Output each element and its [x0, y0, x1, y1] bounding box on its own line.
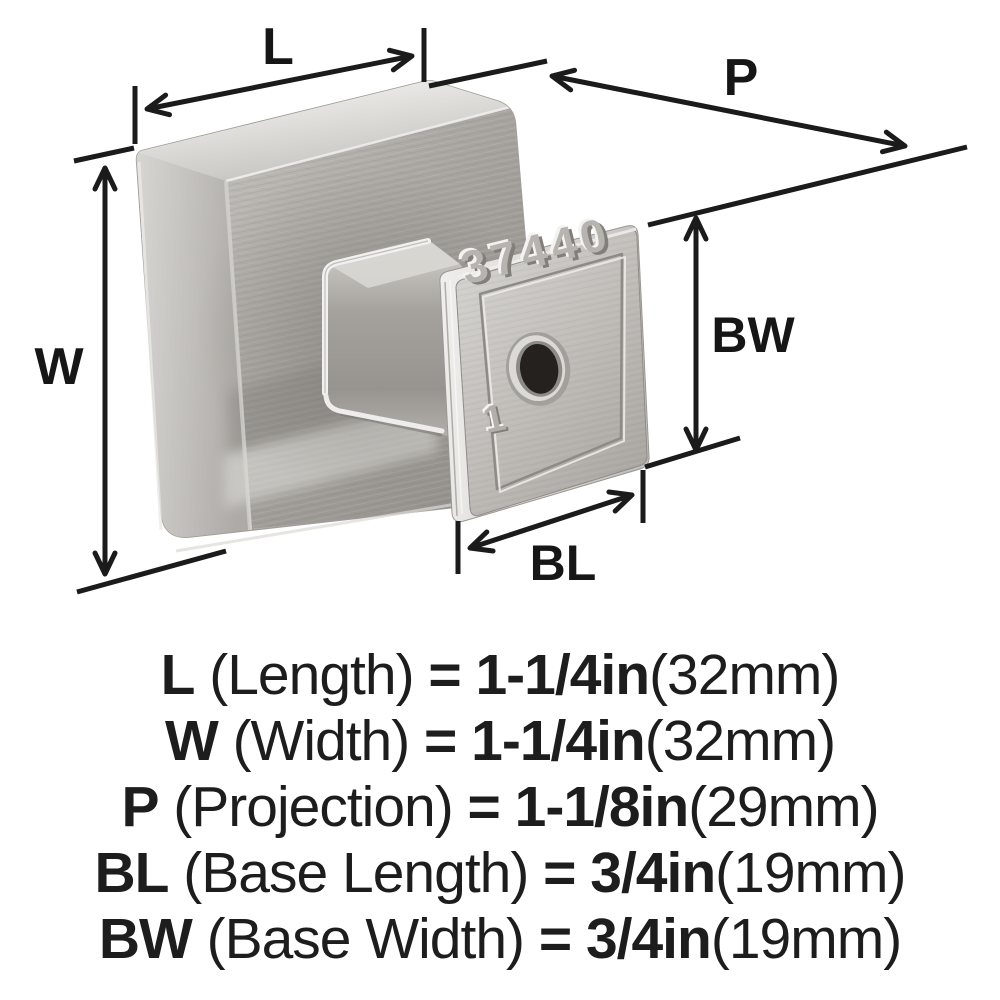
- spec-name: (Length): [209, 643, 414, 707]
- dim-projection-label: P: [724, 49, 759, 107]
- product-dimension-diagram: 37440 37440 37440 1 1 1: [34, 18, 968, 595]
- spec-metric: (32mm): [644, 709, 836, 773]
- spec-symbol: BW: [98, 907, 193, 971]
- spec-value: 1-1/8in: [514, 775, 690, 839]
- dim-width-tick-top: [73, 145, 135, 164]
- spec-metric: (29mm): [688, 775, 879, 839]
- dim-projection-extension: [647, 144, 968, 228]
- plate-side-laminate: [444, 281, 458, 517]
- dim-base-width-label: BW: [711, 307, 795, 363]
- stem-edge-highlight-outline: [324, 240, 429, 393]
- dim-width: [73, 145, 227, 595]
- spec-equals: =: [424, 709, 457, 773]
- spec-equals: =: [467, 775, 501, 839]
- dim-base-length-line: [467, 489, 635, 554]
- plate-top-edge-highlight: [457, 227, 637, 279]
- hole-bore: [519, 343, 559, 394]
- edge-highlight-top: [225, 104, 515, 183]
- dim-projection-tick: [428, 58, 548, 89]
- plate-groove-shadow: [478, 252, 624, 491]
- plate-groove-highlight: [482, 256, 626, 493]
- dim-base-length-label: BL: [530, 535, 597, 591]
- spec-line-base-length: BL(Base Length)=3/4in(19mm): [0, 840, 1000, 906]
- dim-length-line: [144, 47, 415, 118]
- spec-name: (Projection): [173, 775, 453, 839]
- knob-stem: [322, 238, 462, 438]
- spec-equals: =: [428, 643, 461, 707]
- screw-hole: [506, 332, 571, 406]
- spec-line-base-width: BW(Base Width)=3/4in(19mm): [0, 906, 1000, 972]
- dim-base-length: [455, 470, 646, 574]
- dim-base-width: [644, 215, 741, 470]
- stem-bottom-edge-highlight: [323, 393, 445, 434]
- spec-line-width: W(Width)=1-1/4in(32mm): [0, 708, 1000, 774]
- spec-symbol: BL: [94, 841, 169, 905]
- stem-body: [325, 243, 462, 438]
- spec-line-length: L(Length)=1-1/4in(32mm): [0, 642, 1000, 708]
- spec-value: 1-1/4in: [471, 709, 646, 773]
- dim-base-width-tick: [644, 435, 741, 470]
- base-plate: 37440 37440 37440 1 1 1: [439, 205, 650, 523]
- rim-highlight-left: [137, 161, 163, 531]
- stem-top-face: [328, 241, 460, 288]
- spec-symbol: L: [160, 643, 196, 707]
- spec-name: (Base Width): [206, 907, 525, 971]
- dim-width-tick-bottom: [76, 548, 227, 595]
- spec-name: (Width): [232, 709, 411, 773]
- dim-length: [132, 28, 427, 144]
- knob-top-face: [136, 80, 514, 181]
- spec-metric: (19mm): [710, 907, 902, 971]
- dim-projection: [428, 58, 968, 228]
- dimension-specs: L(Length)=1-1/4in(32mm) W(Width)=1-1/4in…: [0, 642, 1000, 972]
- spec-equals: =: [538, 907, 572, 971]
- dim-length-label: L: [262, 18, 294, 76]
- spec-name: (Base Length): [183, 841, 529, 905]
- spec-metric: (19mm): [715, 841, 906, 905]
- plate-side-laminate2: [449, 279, 463, 515]
- stem-bottom-shadow: [339, 412, 443, 437]
- edge-highlight-left: [224, 180, 252, 531]
- spec-value: 3/4in: [590, 841, 716, 905]
- dim-width-label: W: [34, 338, 84, 396]
- dim-projection-line: [549, 67, 908, 155]
- spec-metric: (32mm): [649, 643, 840, 707]
- spec-symbol: W: [164, 709, 219, 773]
- spec-equals: =: [543, 841, 576, 905]
- spec-symbol: P: [121, 775, 159, 839]
- spec-line-projection: P(Projection)=1-1/8in(29mm): [0, 774, 1000, 840]
- spec-value: 1-1/4in: [475, 643, 650, 707]
- spec-value: 3/4in: [585, 907, 712, 971]
